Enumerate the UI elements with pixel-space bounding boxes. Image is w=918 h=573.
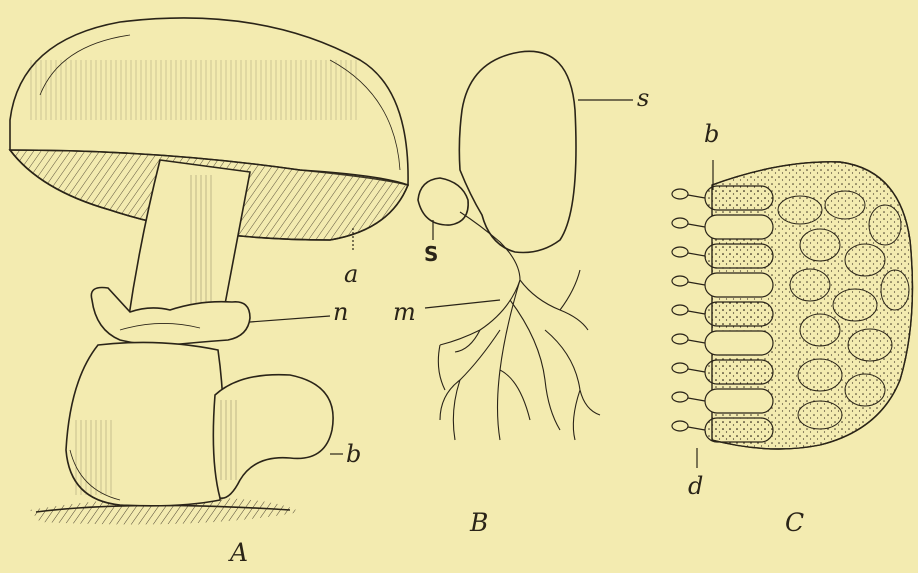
small-spore <box>418 178 468 225</box>
panel-caption-c: C <box>785 510 804 535</box>
label-b-panel-a: b <box>346 442 361 466</box>
label-a: a <box>344 262 358 286</box>
panel-caption-b: B <box>470 510 488 535</box>
label-s-upper: s <box>637 86 649 110</box>
label-d: d <box>688 474 703 498</box>
basidia-row <box>705 186 773 442</box>
label-s-lower: S <box>424 244 438 264</box>
large-spore <box>459 51 576 252</box>
panel-caption-a: A <box>230 540 248 565</box>
label-n: n <box>333 300 348 324</box>
label-b-panel-c: b <box>704 122 719 146</box>
hymenium-section-panel-c <box>672 162 912 449</box>
germinating-spore-panel-b <box>418 51 600 440</box>
label-m: m <box>393 300 416 324</box>
sterigmata-spores <box>672 189 705 431</box>
